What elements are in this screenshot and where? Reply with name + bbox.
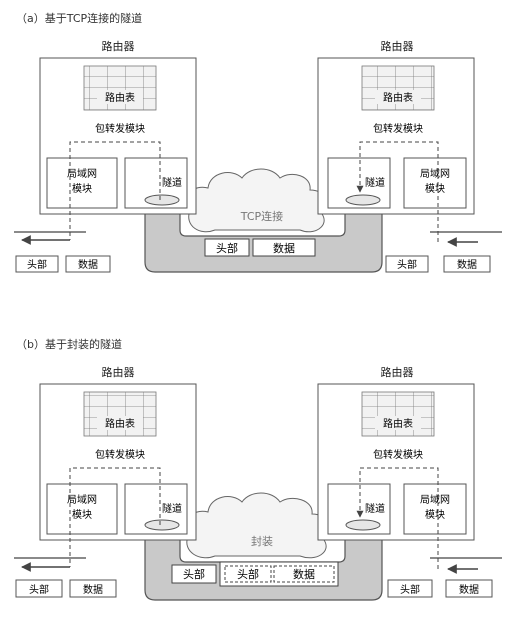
packet-data-label: 数据: [273, 241, 295, 255]
packet-header-box: [15, 579, 63, 598]
routing-table-label: 路由表: [105, 91, 135, 104]
lan-module-label-2: 模块: [72, 183, 92, 195]
left-router: 路由器 路由表 包转发模块 局域网 模块 隧道: [14, 39, 197, 245]
lan-module-box: [46, 483, 118, 535]
right-router: 路由器 路由表 包转发模块 隧道 局域网 模块: [317, 39, 502, 247]
lan-module-label-1: 局域网: [420, 493, 450, 506]
forward-module-label: 包转发模块: [95, 122, 145, 135]
tunnel-module-label: 隧道: [162, 176, 182, 189]
routing-table-label: 路由表: [105, 417, 135, 430]
tunnel-mouth: [144, 519, 180, 531]
lan-module-label-2: 模块: [425, 509, 445, 521]
packet-path: [356, 467, 439, 569]
packet-header-box: [204, 238, 250, 257]
left-router: 路由器 路由表 包转发模块 局域网 模块 隧道: [14, 365, 197, 572]
panel-a-caption: （a）基于TCP连接的隧道: [16, 11, 142, 25]
router-title: 路由器: [102, 39, 135, 53]
packet-header-label: 头部: [400, 583, 420, 596]
routing-table: [361, 65, 435, 111]
lan-module-label-1: 局域网: [420, 167, 450, 180]
forward-module-label: 包转发模块: [95, 448, 145, 461]
tcp-cloud: [186, 168, 329, 233]
tunnel-mouth: [345, 519, 381, 531]
tunnel-module-label: 隧道: [162, 502, 182, 515]
tunnel-module-label: 隧道: [365, 176, 385, 189]
packet-data-label: 数据: [457, 258, 477, 271]
packet-data-box: [443, 255, 491, 273]
packet-data-box: [69, 579, 117, 598]
inner-data-label: 数据: [293, 567, 315, 581]
right-router: 路由器 路由表 包转发模块 隧道 局域网 模块: [317, 365, 502, 574]
panel-b: （b）基于封装的隧道 封装 头部 头部 数据 路由器 路由表 包转发模块 局域网…: [14, 337, 502, 601]
panel-a: （a）基于TCP连接的隧道 TCP连接 头部 数据 路由器 路由表 包转发模块 …: [14, 11, 502, 273]
packet-header-box: [387, 579, 433, 598]
encapsulation-cloud: [184, 492, 331, 559]
cloud-label: 封装: [251, 534, 273, 548]
outside-packet-left: 头部 数据: [15, 255, 111, 273]
packet-path: [356, 141, 439, 242]
routing-table-label: 路由表: [383, 417, 413, 430]
panel-b-caption: （b）基于封装的隧道: [16, 337, 122, 351]
packet-data-label: 数据: [83, 583, 103, 596]
packet-data-box: [252, 238, 316, 257]
lan-module-label-1: 局域网: [67, 493, 97, 506]
inner-header-box: [224, 565, 272, 583]
outer-header-label: 头部: [183, 567, 205, 581]
routing-table-label: 路由表: [383, 91, 413, 104]
lan-module-box: [403, 483, 467, 535]
packet-header-box: [385, 255, 429, 273]
outer-header-box: [171, 564, 217, 584]
inner-header-label: 头部: [237, 567, 259, 581]
forward-module-label: 包转发模块: [373, 122, 423, 135]
router-title: 路由器: [381, 39, 414, 53]
outside-packet-right: 头部 数据: [387, 579, 493, 598]
packet-header-label: 头部: [27, 258, 47, 271]
tunnel-mouth: [144, 194, 180, 206]
packet-header-label: 头部: [29, 583, 49, 596]
packet-header-label: 头部: [216, 241, 238, 255]
packet-data-box: [445, 579, 493, 598]
lan-module-label-2: 模块: [72, 509, 92, 521]
outside-packet-left: 头部 数据: [15, 579, 117, 598]
cloud-label: TCP连接: [240, 210, 283, 223]
lan-module-box: [46, 157, 118, 209]
tunnel-module-label: 隧道: [365, 502, 385, 515]
lan-module-label-1: 局域网: [67, 167, 97, 180]
packet-data-box: [65, 255, 111, 273]
tunnel-mouth: [345, 194, 381, 206]
lan-module-box: [403, 157, 467, 209]
packet-path: [69, 141, 161, 240]
inner-data-box: [273, 565, 335, 583]
packet-header-box: [15, 255, 59, 273]
outside-packet-right: 头部 数据: [385, 255, 491, 273]
packet-header-label: 头部: [397, 258, 417, 271]
router-title: 路由器: [102, 365, 135, 379]
packet-data-label: 数据: [78, 258, 98, 271]
lan-module-label-2: 模块: [425, 183, 445, 195]
packet-path: [69, 467, 161, 567]
forward-module-label: 包转发模块: [373, 448, 423, 461]
router-title: 路由器: [381, 365, 414, 379]
packet-data-label: 数据: [459, 583, 479, 596]
